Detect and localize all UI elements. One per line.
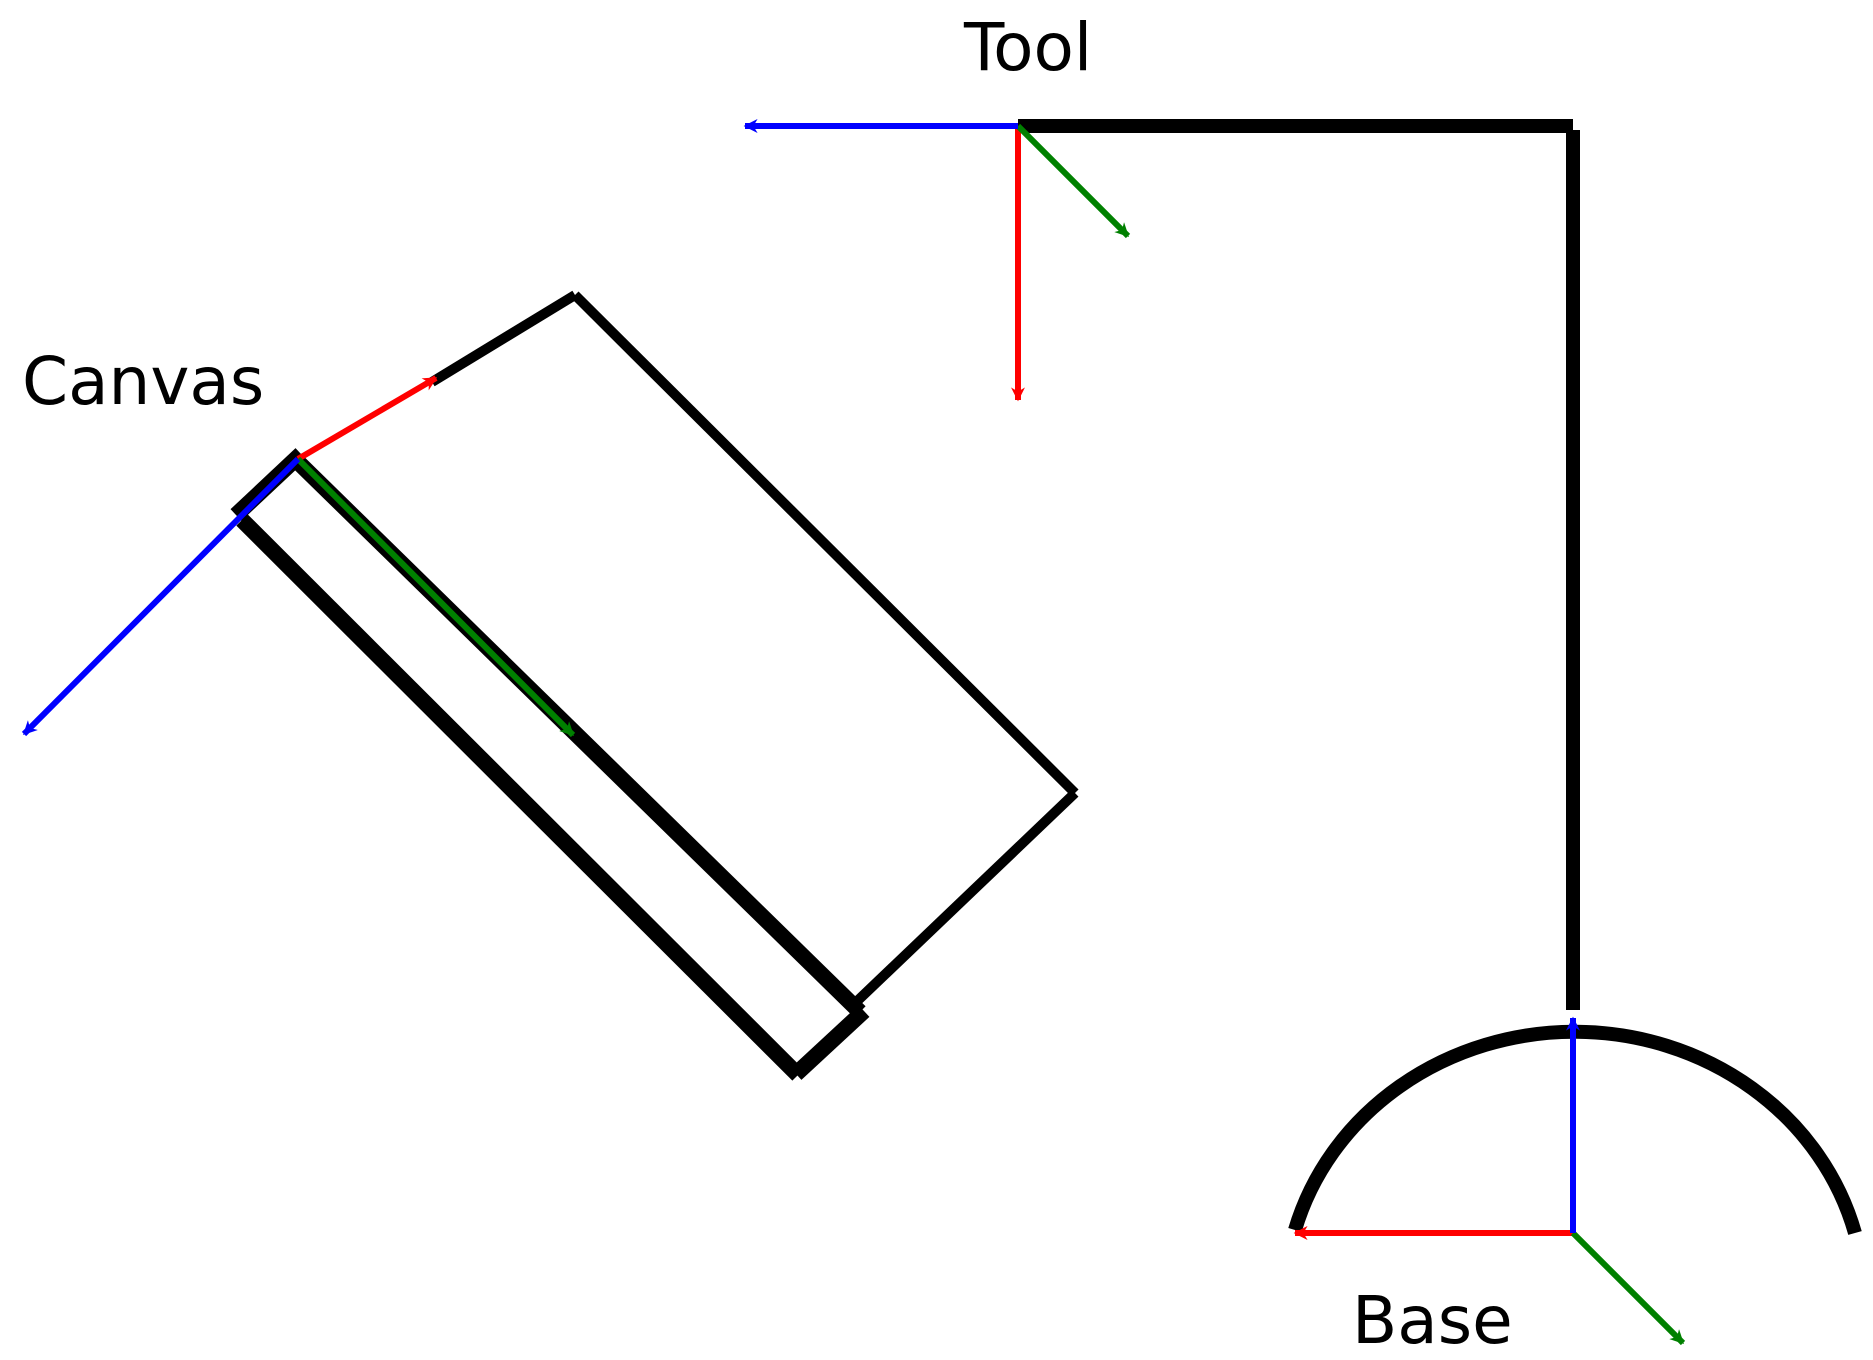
board-top-edge <box>429 290 578 387</box>
canvas-frame-axes <box>21 375 576 738</box>
canvas-label: Canvas <box>22 343 264 420</box>
board-front-bottom-cap <box>790 1005 870 1080</box>
base-y-axis-arrow <box>1570 1230 1686 1346</box>
canvas-z-axis-arrow <box>21 456 301 737</box>
robot-arm <box>1018 119 1862 1235</box>
board-right-edge <box>571 291 1079 797</box>
tool-label: Tool <box>963 9 1092 86</box>
base-label: Base <box>1352 1282 1513 1359</box>
canvas-x-axis-arrow <box>296 375 438 462</box>
base-dome <box>1288 1024 1862 1235</box>
canvas-board <box>230 290 1079 1081</box>
base-frame-axes <box>1293 1016 1686 1346</box>
tool-frame-axes <box>743 119 1131 402</box>
canvas-y-axis-arrow <box>295 456 576 738</box>
board-front-outer-edge <box>236 514 804 1081</box>
tool-y-axis-arrow <box>1015 123 1131 239</box>
board-bottom-edge <box>848 789 1079 1010</box>
